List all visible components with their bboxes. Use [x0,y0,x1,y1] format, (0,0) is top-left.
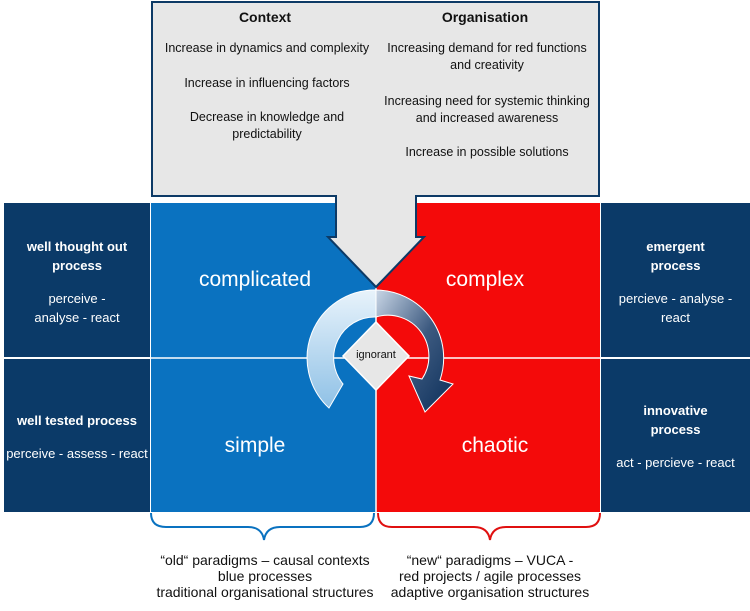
quadrant-complicated-label: complicated [198,268,312,291]
bottom-left-line: traditional organisational structures [156,584,374,600]
brace-left [150,512,375,541]
right-panel-top-title: emergent process [646,239,705,273]
center-diamond [341,320,411,392]
brace-right [377,512,601,541]
left-panel-bottom-text: perceive - assess - react [6,446,148,461]
quadrant-chaotic-label: chaotic [461,434,529,457]
center-label: ignorant [356,349,396,361]
quadrant-complex-label: complex [445,268,525,291]
left-panel-top: well thought out process perceive - anal… [4,203,150,357]
organisation-item: Increasing demand for red functions and … [387,41,587,72]
right-panel-bottom: innovative process act - percieve - reac… [601,359,750,512]
right-panel-bottom-title: innovative process [643,403,708,437]
bottom-right-line: red projects / agile processes [398,568,582,584]
context-item: Decrease in knowledge and predictability [189,110,345,141]
left-panel-bottom-title: well tested process [17,413,137,428]
context-item: Increase in influencing factors [184,76,350,90]
right-panel-top: emergent process percieve - analyse - re… [601,203,750,357]
organisation-item: Increasing need for systemic thinking an… [384,94,590,125]
organisation-item: Increase in possible solutions [405,145,569,159]
left-panel-top-title: well thought out process [26,239,128,273]
cycle-arrow-left [306,289,377,409]
bottom-left-line: “old“ paradigms – causal contexts [160,552,370,568]
bottom-left-line: blue processes [217,568,313,584]
left-panel-top-text: perceive - analyse - react [34,291,120,325]
bottom-right-caption: “new“ paradigms – VUCA - red projects / … [365,552,615,600]
bottom-left-caption: “old“ paradigms – causal contexts blue p… [140,552,390,600]
left-panel-bottom: well tested process perceive - assess - … [4,359,150,512]
organisation-heading: Organisation [441,9,529,25]
callout-box-arrow [151,1,600,289]
right-panel-bottom-text: act - percieve - react [616,455,735,470]
context-heading: Context [238,9,292,25]
bottom-right-line: adaptive organisation structures [390,584,590,600]
bottom-right-line: “new“ paradigms – VUCA - [406,552,574,568]
context-item: Increase in dynamics and complexity [164,41,370,55]
quadrant-simple-label: simple [224,434,286,457]
right-panel-top-text: percieve - analyse - react [618,291,733,325]
cycle-arrow-right [375,289,454,413]
